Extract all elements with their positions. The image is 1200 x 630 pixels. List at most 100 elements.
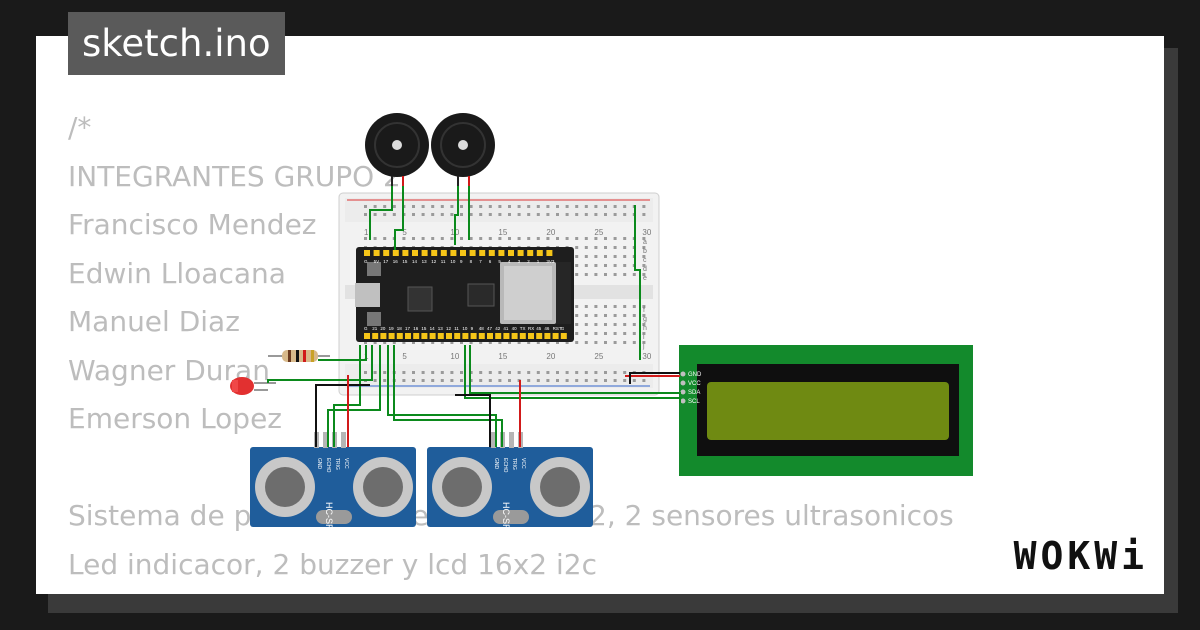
- esp32-pin-label: 21: [372, 326, 378, 331]
- esp32-pin-label: 11: [441, 259, 446, 264]
- esp32-pin-label: 3V3: [546, 259, 555, 264]
- esp32-pin-label: 10: [450, 259, 456, 264]
- breadboard-col-label: 25: [594, 228, 603, 237]
- esp32-pin-label: 18: [397, 326, 403, 331]
- esp32-pin-label: G: [561, 326, 565, 331]
- buzzer-2[interactable]: [431, 113, 495, 186]
- code-line: Sistema de p e 332, 2 sensores ultrasoni…: [68, 499, 954, 532]
- esp32-pin-label: 13: [438, 326, 444, 331]
- lcd-pin-label: SCL: [688, 399, 700, 405]
- esp32-pin-label: 15: [421, 326, 427, 331]
- esp32-pin-label: 47: [487, 326, 493, 331]
- esp32-pin-label: 16: [413, 326, 419, 331]
- esp32-pin-label: 4: [508, 259, 511, 264]
- esp32-pin-label: 46: [544, 326, 550, 331]
- esp32-pin-label: 14: [412, 259, 418, 264]
- esp32-pin-label: 15: [402, 259, 408, 264]
- esp32-pin-label: 9: [460, 259, 463, 264]
- breadboard-col-label: 5: [402, 228, 407, 237]
- sensor-2-label: HC-SR04: [501, 502, 511, 541]
- esp32-pin-label: 9: [471, 326, 474, 331]
- breadboard-row-label: h: [643, 325, 647, 332]
- esp32-pin-label: 5: [498, 259, 501, 264]
- esp32-pin-label: 6: [489, 259, 492, 264]
- esp32-pin-label: 11: [454, 326, 459, 331]
- breadboard-row-label: b: [643, 248, 647, 255]
- red-led[interactable]: [230, 377, 276, 395]
- esp32-pin-label: 41: [503, 326, 509, 331]
- breadboard-row-label: a: [643, 239, 647, 246]
- code-line: Led indicacor, 2 buzzer y lcd 16x2 i2c: [68, 547, 597, 581]
- breadboard-col-label: 20: [546, 352, 555, 361]
- breadboard-col-label: 5: [402, 352, 407, 361]
- breadboard-col-label: 20: [546, 228, 555, 237]
- code-line: Wagner Duran: [68, 353, 270, 387]
- breadboard-row-label: e: [643, 275, 647, 282]
- breadboard-col-label: 25: [594, 352, 603, 361]
- sensor-pin-label: ECHO: [325, 458, 331, 473]
- sensor-pin-label: GND: [493, 458, 499, 470]
- esp32-pin-label: G: [364, 326, 368, 331]
- code-line: Edwin Lloacana: [68, 256, 286, 290]
- file-name: sketch.ino: [82, 22, 271, 65]
- esp32-pin-label: 14: [430, 326, 436, 331]
- esp32-pin-label: 8: [470, 259, 473, 264]
- sensor-1-label: HC-SR04: [324, 502, 334, 541]
- esp32-pin-label: 2: [527, 259, 530, 264]
- breadboard-col-label: 15: [498, 228, 507, 237]
- code-line: Emerson Lopez: [68, 402, 283, 435]
- esp32-pin-label: 10: [462, 326, 468, 331]
- esp32-pin-label: 48: [479, 326, 485, 331]
- esp32-pin-label: 17: [405, 326, 411, 331]
- esp32-pin-label: 19: [389, 326, 395, 331]
- breadboard-row-label: c: [643, 257, 647, 264]
- file-name-tab[interactable]: sketch.ino: [68, 12, 285, 75]
- sensor-pin-label: GND: [316, 458, 322, 470]
- sensor-pin-label: ECHO: [502, 458, 508, 473]
- breadboard-row-label: j: [642, 343, 645, 350]
- breadboard-col-label: 15: [498, 352, 507, 361]
- breadboard-row-label: d: [643, 266, 647, 273]
- sensor-pin-label: TRIG: [334, 458, 340, 470]
- sensor-pin-label: VCC: [343, 458, 349, 469]
- code-line: /*: [68, 111, 92, 144]
- lcd-pin-label: SDA: [688, 390, 700, 396]
- sensor-pin-label: VCC: [520, 458, 526, 469]
- esp32-pin-label: 12: [446, 326, 452, 331]
- esp32-pin-label: 40: [512, 326, 518, 331]
- code-line: Francisco Mendez: [68, 208, 317, 241]
- esp32-pin-label: 13: [422, 259, 428, 264]
- breadboard-row-label: g: [643, 316, 647, 323]
- esp32-pin-label: 42: [495, 326, 501, 331]
- esp32-pin-label: 45: [536, 326, 542, 331]
- breadboard-row-label: f: [643, 307, 645, 314]
- esp32-pin-label: G: [364, 259, 368, 264]
- esp32-pin-label: 16: [393, 259, 399, 264]
- breadboard-col-label: 30: [642, 228, 651, 237]
- breadboard-row-label: i: [643, 334, 645, 341]
- esp32-pin-label: 3: [518, 259, 521, 264]
- breadboard-col-label: 30: [642, 352, 651, 361]
- esp32-pin-label: 5V: [374, 259, 380, 264]
- buzzer-1[interactable]: [365, 113, 429, 186]
- resistor[interactable]: [268, 350, 330, 362]
- code-line: Manuel Diaz: [68, 305, 240, 338]
- esp32-pin-label: 1: [537, 259, 540, 264]
- ultrasonic-sensor-2[interactable]: HC-SR04: [427, 447, 593, 541]
- esp32-pin-label: 20: [380, 326, 386, 331]
- esp32-pin-label: TX: [520, 326, 526, 331]
- esp32-pin-label: 17: [383, 259, 389, 264]
- wires: [267, 186, 681, 447]
- breadboard-col-label: 1: [364, 228, 369, 237]
- ultrasonic-sensor-1[interactable]: HC-SR04: [250, 447, 416, 541]
- esp32-pin-label: RX: [528, 326, 534, 331]
- breadboard-col-label: 10: [450, 352, 459, 361]
- sensor-pin-label: TRIG: [511, 458, 517, 470]
